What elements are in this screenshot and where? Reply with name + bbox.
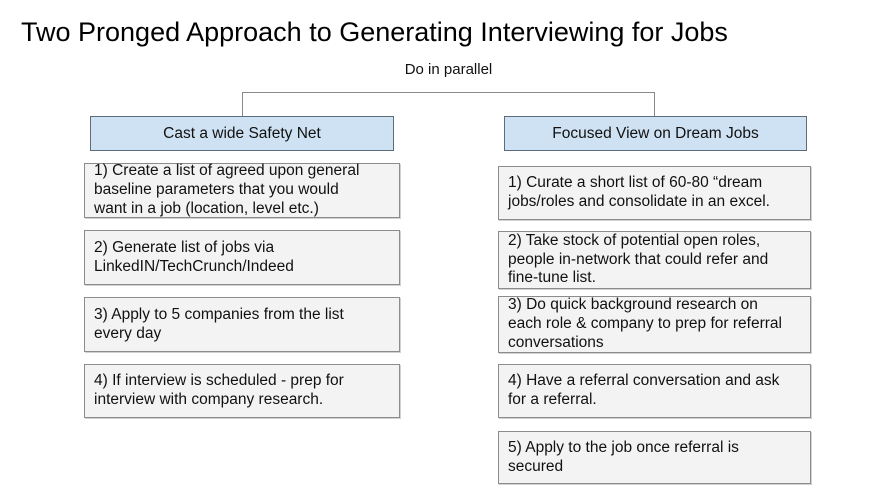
left-step-1: 1) Create a list of agreed upon general … — [84, 162, 400, 218]
right-step-2: 2) Take stock of potential open roles, p… — [498, 231, 811, 289]
right-step-4: 4) Have a referral conversation and ask … — [498, 364, 811, 418]
right-step-1: 1) Curate a short list of 60-80 “dream j… — [498, 166, 811, 220]
parallel-bracket-connector — [242, 92, 655, 116]
right-step-3: 3) Do quick background research on each … — [498, 296, 811, 353]
left-step-4: 4) If interview is scheduled - prep for … — [84, 364, 400, 418]
parallel-label: Do in parallel — [404, 61, 493, 78]
right-column-header: Focused View on Dream Jobs — [504, 116, 807, 151]
page-title: Two Pronged Approach to Generating Inter… — [21, 17, 728, 47]
right-step-5: 5) Apply to the job once referral is sec… — [498, 431, 811, 484]
left-step-3: 3) Apply to 5 companies from the list ev… — [84, 297, 400, 352]
left-column-header: Cast a wide Safety Net — [90, 116, 394, 151]
left-step-2: 2) Generate list of jobs via LinkedIN/Te… — [84, 230, 400, 285]
